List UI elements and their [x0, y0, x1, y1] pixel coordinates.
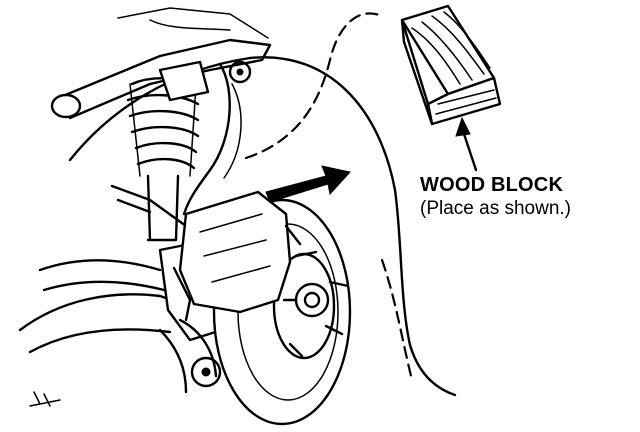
- knuckle-bolt: [190, 356, 222, 388]
- boot: [158, 318, 218, 394]
- upper-arm-bolt-center: [236, 68, 244, 76]
- tie-rod: [110, 184, 188, 228]
- lower-control-arm: [18, 293, 202, 354]
- coil-spring: [126, 77, 200, 177]
- upper-arm-bushing: [50, 93, 82, 119]
- dashed-leader-line: [244, 12, 384, 160]
- hub-center-inner: [303, 291, 321, 309]
- dashed-leader-lower: [380, 258, 414, 382]
- wood-block: [400, 4, 502, 126]
- pull-direction-arrow: [265, 165, 351, 203]
- shock-absorber: [146, 174, 180, 242]
- upper-arm-top: [117, 7, 269, 39]
- callout-title: WOOD BLOCK: [420, 174, 564, 196]
- brake-hose-2: [223, 83, 242, 179]
- caliper-bracket: [172, 224, 302, 322]
- wood-block-callout: WOOD BLOCK (Place as shown.): [420, 174, 635, 220]
- brake-caliper: [178, 190, 292, 314]
- callout-arrowhead: [455, 116, 471, 137]
- knuckle-bolt-center: [201, 367, 211, 377]
- hub-center: [294, 282, 330, 318]
- knuckle-upper-mount: [158, 60, 210, 102]
- caliper-detail: [199, 213, 271, 283]
- upper-control-arm: [56, 38, 272, 120]
- ground-marks: [29, 391, 61, 407]
- drive-shaft: [38, 259, 166, 292]
- upper-arm-bolt: [228, 60, 252, 84]
- wheel-studs: [282, 250, 350, 358]
- brake-hose: [182, 62, 231, 216]
- callout-note: (Place as shown.): [420, 198, 572, 219]
